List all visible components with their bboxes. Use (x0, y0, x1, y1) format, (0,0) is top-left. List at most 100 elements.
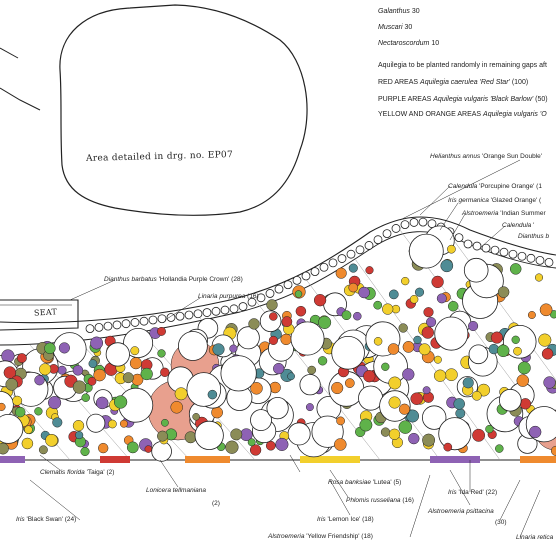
perennial-plant (388, 289, 399, 300)
edge-plant (103, 321, 113, 331)
bed-edge-top-outer (0, 216, 556, 324)
perennial-plant (485, 424, 494, 434)
label-species: Alstroemeria (268, 533, 305, 540)
seat-outline (0, 299, 79, 331)
perennial-plant (348, 263, 358, 273)
perennial-plant (268, 335, 278, 345)
perennial-plant (421, 326, 434, 339)
shrub-plant (236, 326, 260, 350)
band-purple (430, 456, 480, 463)
edge-plant (526, 253, 536, 263)
label-species: Iris (448, 489, 457, 496)
perennial-plant (382, 303, 394, 315)
perennial-plant (247, 438, 256, 447)
perennial-plant (413, 335, 422, 345)
edge-plant (517, 251, 527, 261)
perennial-plant (445, 368, 458, 382)
perennial-plant (373, 337, 383, 346)
label-phlomis: Phlomis russeliana (16) (346, 497, 414, 504)
plant-qty: (50) (535, 96, 548, 103)
shrub-plant (290, 321, 325, 356)
label-cultivar: 'Black Swan' (26, 516, 63, 523)
edge-plant (148, 315, 158, 325)
label-cultivar: ' (533, 222, 535, 229)
label-cultivar: 'Taiga' (86, 469, 105, 476)
shrub-plant (194, 420, 224, 450)
perennial-plant (52, 417, 63, 428)
perennial-plant (160, 367, 170, 377)
perennial-plant (75, 431, 84, 440)
bulb-line-nectaroscordum: Nectaroscordum 10 (378, 40, 439, 47)
label-iris-ida-red: Iris 'Ida Red' (22) (448, 489, 497, 496)
perennial-plant (230, 428, 243, 441)
shrub-plant (287, 422, 311, 446)
shrub-plant (105, 342, 130, 367)
edge-plant (472, 241, 482, 251)
perennial-plant (80, 446, 90, 457)
perennial-plant (380, 427, 391, 437)
shrub-plant (250, 409, 272, 432)
shrub-plant (177, 331, 208, 361)
edge-plant (157, 314, 167, 324)
label-qty: (24) (64, 516, 77, 523)
perennial-plant (509, 263, 522, 275)
label-qty: (2) (106, 469, 115, 476)
edge-plant (274, 284, 284, 294)
perennial-plant (212, 343, 225, 356)
label-species: Clematis florida (40, 469, 85, 476)
perennial-plant (318, 315, 332, 329)
edge-plant (94, 322, 104, 332)
perennial-plant (5, 378, 18, 391)
perennial-plant (398, 420, 413, 434)
edge-plant (499, 247, 509, 257)
perennial-plant (534, 273, 544, 282)
perennial-plant (174, 387, 188, 401)
label-rosa: Rosa banksiae 'Lutea' (5) (328, 479, 401, 486)
shrub-plant (468, 344, 489, 365)
shrub-plant (422, 405, 447, 430)
edge-plant (166, 313, 176, 322)
bulb-name: Galanthus (378, 8, 410, 15)
perennial-plant (266, 299, 278, 311)
perennial-plant (538, 333, 552, 347)
perennial-plant (455, 408, 466, 419)
label-alstroemeria-psittacina-qty: (30) (495, 519, 507, 526)
shrub-plant (408, 233, 444, 269)
shrub-plant (151, 441, 172, 462)
label-qty: (18) (361, 533, 373, 540)
perennial-plant (496, 344, 510, 358)
edge-plant (184, 310, 194, 320)
edge-plant (283, 280, 293, 290)
label-dianthus-b: Dianthus b (518, 233, 549, 240)
edge-plant (238, 302, 248, 311)
perennial-plant (418, 343, 431, 356)
perennial-plant (388, 396, 401, 409)
perennial-plant (21, 437, 34, 450)
perennial-plant (12, 395, 23, 406)
perennial-plant (16, 353, 27, 364)
perennial-plant (72, 420, 85, 432)
perennial-plant (527, 311, 536, 319)
perennial-plant (433, 369, 447, 382)
edge-plant (256, 293, 266, 303)
perennial-plant (24, 425, 33, 434)
edge-plant (391, 224, 401, 233)
perennial-plant (157, 349, 166, 358)
perennial-plant (122, 372, 134, 384)
perennial-plant (229, 344, 238, 353)
perennial-plant (443, 442, 453, 452)
perennial-plant (335, 267, 347, 279)
perennial-plant (207, 389, 218, 400)
perennial-plant (126, 441, 139, 454)
label-cultivar: 'Yellow Friendship' (306, 533, 360, 540)
perennial-plant (517, 361, 531, 375)
perennial-plant (269, 312, 278, 321)
perennial-plant (462, 377, 474, 389)
label-qty: (16) (247, 293, 259, 300)
perennial-plant (550, 445, 556, 456)
shrub-plant (331, 335, 365, 370)
edge-plant (175, 311, 185, 321)
label-species: Helianthus annus (430, 153, 481, 160)
perennial-plant (410, 392, 423, 405)
